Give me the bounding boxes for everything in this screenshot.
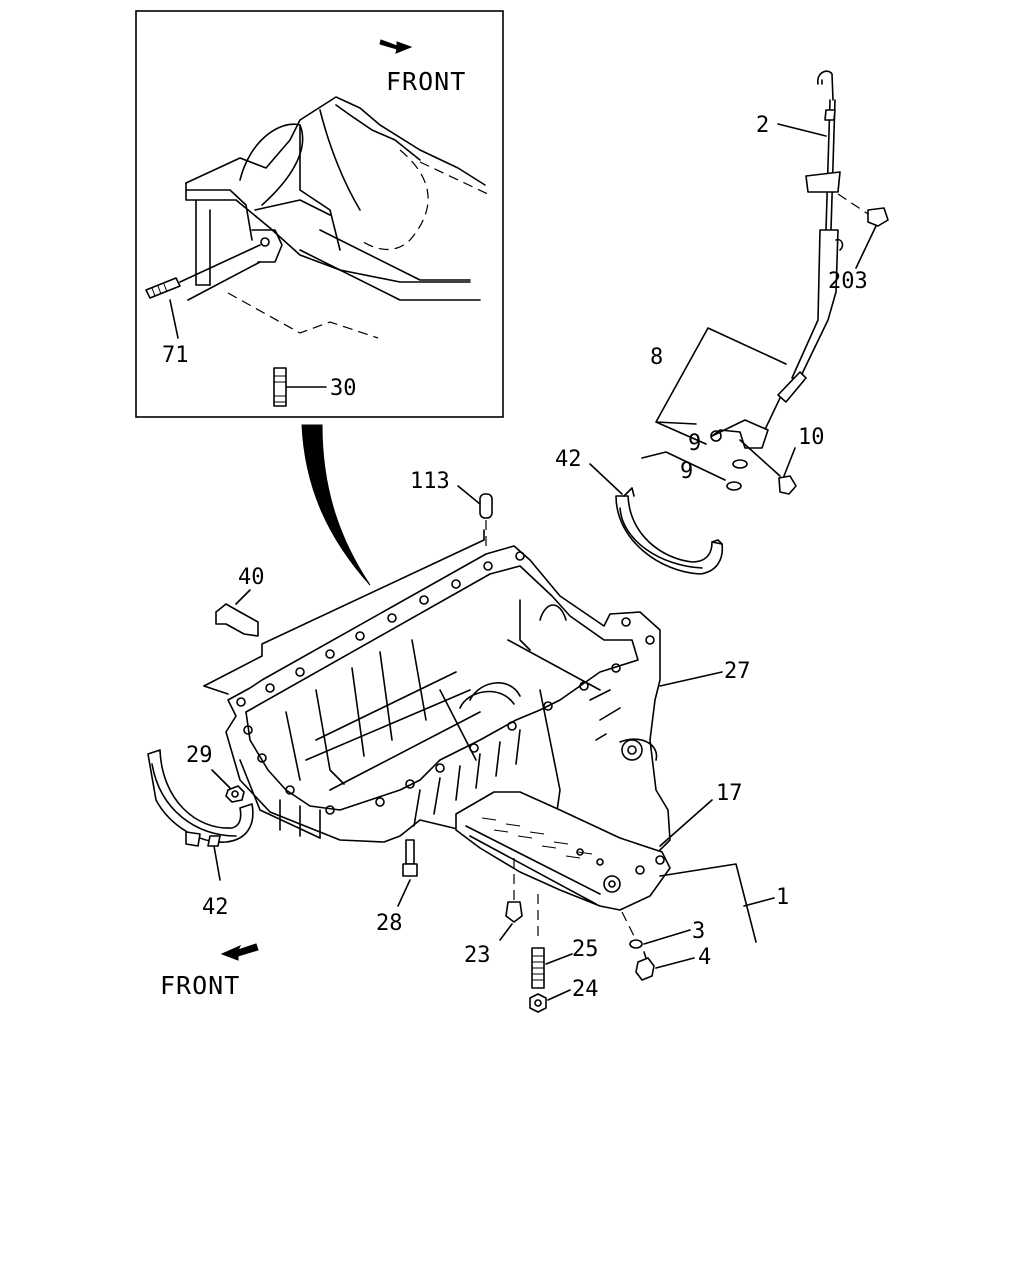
gasket-outline	[203, 529, 485, 687]
callout-8: 8	[650, 345, 663, 370]
nut-24	[529, 989, 571, 1013]
inset-detail-view: FRONT	[135, 10, 504, 418]
callout-17: 17	[716, 781, 743, 806]
callout-71: 71	[162, 343, 189, 368]
inset-front-arrow-icon	[379, 39, 413, 54]
bolt-28	[397, 839, 418, 907]
bearing-cap-left	[147, 749, 254, 847]
bearing-cap-upper	[615, 487, 724, 575]
inset-stud-30	[273, 367, 327, 407]
callout-9b: 9	[680, 459, 693, 484]
callout-10: 10	[798, 425, 825, 450]
main-front-arrow-icon	[220, 943, 259, 961]
callout-28: 28	[376, 911, 403, 936]
callout-4: 4	[698, 945, 711, 970]
main-front-label: FRONT	[160, 971, 240, 1000]
callout-24: 24	[572, 977, 599, 1002]
callout-42b: 42	[202, 895, 229, 920]
callout-25: 25	[572, 937, 599, 962]
callout-113: 113	[410, 469, 450, 494]
dowel-pin-113	[457, 485, 493, 550]
bracket-8	[655, 327, 787, 445]
callout-3: 3	[692, 919, 705, 944]
oil-pan-main-body	[225, 545, 671, 873]
drain-plug-assembly	[621, 911, 655, 981]
dipstick-assembly	[710, 70, 889, 495]
callout-9a: 9	[688, 431, 701, 456]
callout-27: 27	[724, 659, 751, 684]
callout-29: 29	[186, 743, 213, 768]
nut-29	[225, 785, 245, 803]
callout-2: 2	[756, 113, 769, 138]
inset-pan-casting	[145, 96, 491, 339]
callout-40: 40	[238, 565, 265, 590]
callout-203: 203	[828, 269, 868, 294]
callout-30: 30	[330, 376, 357, 401]
inset-pointer-arrow	[301, 424, 371, 586]
inset-front-label: FRONT	[386, 67, 466, 96]
callout-42a: 42	[555, 447, 582, 472]
sump-plate-17	[455, 791, 671, 911]
stud-25	[531, 894, 573, 989]
bolt-23	[499, 858, 523, 941]
bolt-40	[215, 589, 259, 637]
callout-23: 23	[464, 943, 491, 968]
callout-1: 1	[776, 885, 789, 910]
